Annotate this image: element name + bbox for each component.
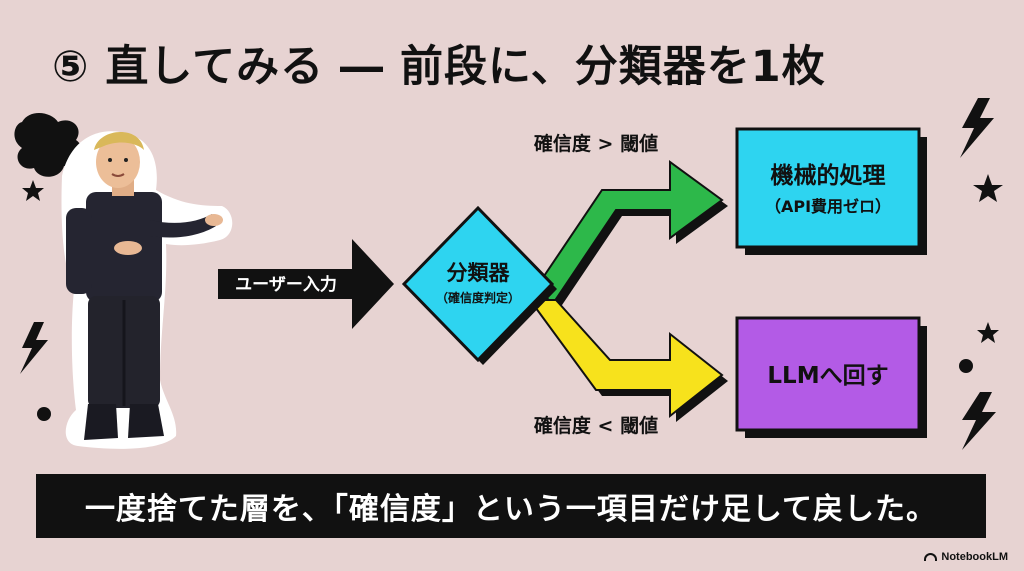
dot-icon [959,359,973,373]
upper-target-label: 機械的処理 [771,162,886,189]
star-icon [973,174,1003,202]
lower-target-box: LLMへ回す [735,316,927,438]
lightning-icon [960,98,994,158]
lightning-icon [20,322,48,374]
presenter-character [61,131,233,449]
blob-icon [14,112,83,177]
lower-condition-label: 確信度 < 閾値 [534,414,658,437]
star-icon [977,322,999,343]
star-icon [22,180,44,201]
classifier-label: 分類器 [447,261,511,285]
input-arrow [218,239,394,329]
upper-target-sublabel: （API費用ゼロ） [765,197,891,216]
classifier-sublabel: （確信度判定） [436,290,520,305]
caption-text: 一度捨てた層を、「確信度」という一項目だけ足して戻した。 [84,492,938,527]
lower-target-label: LLMへ回す [767,363,888,389]
classifier-node: 分類器 （確信度判定） [401,205,557,365]
brand-label: NotebookLM [941,551,1008,563]
lower-branch-arrow [528,299,728,422]
lightning-icon [962,392,996,450]
slide-title: ⑤ 直してみる ― 前段に、分類器を1枚 [52,42,826,92]
input-label: ユーザー入力 [235,274,337,295]
caption-bar: 一度捨てた層を、「確信度」という一項目だけ足して戻した。 [36,474,986,538]
notebooklm-logo-icon [924,553,938,561]
upper-target-box: 機械的処理 （API費用ゼロ） [735,127,927,255]
brand-watermark: NotebookLM [924,551,1008,563]
dot-icon [37,407,51,421]
upper-branch-arrow [536,160,728,311]
upper-condition-label: 確信度 > 閾値 [534,132,658,155]
